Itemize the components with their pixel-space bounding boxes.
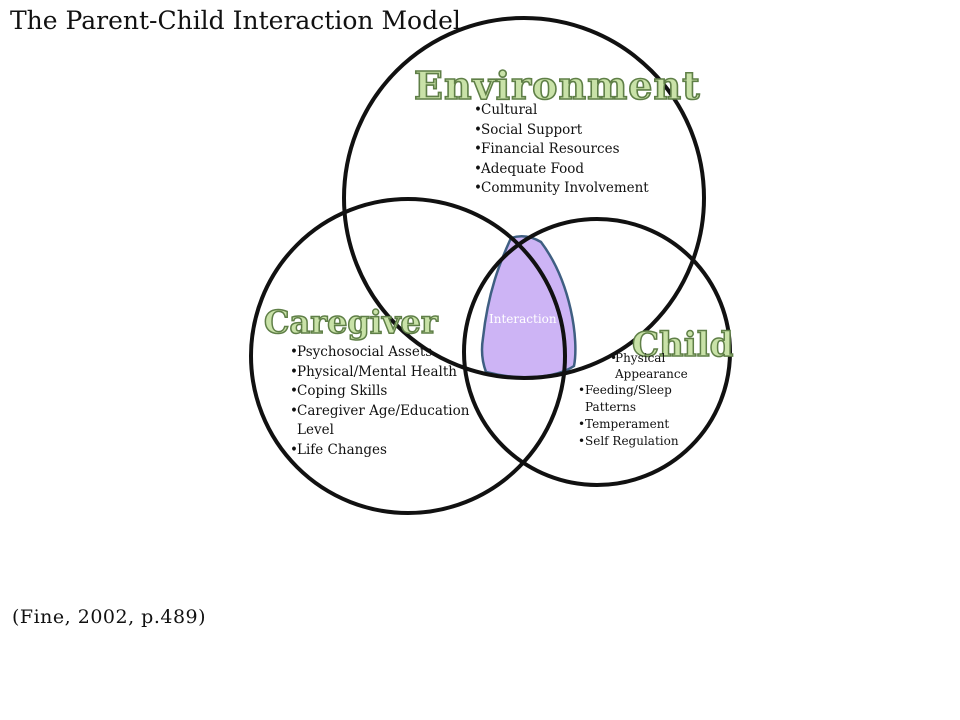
child-list-top: Physical Appearance	[610, 350, 710, 382]
caregiver-circle	[249, 197, 567, 515]
list-item: Physical Appearance	[610, 350, 710, 382]
list-item: Community Involvement	[474, 179, 649, 199]
list-item: Psychosocial Assets	[290, 343, 480, 363]
interaction-label: Interaction	[489, 312, 557, 326]
page-title: The Parent-Child Interaction Model	[10, 6, 461, 35]
list-item: Adequate Food	[474, 160, 649, 180]
list-item: Coping Skills	[290, 382, 480, 402]
list-item: Cultural	[474, 101, 649, 121]
list-item: Feeding/Sleep Patterns	[578, 382, 688, 416]
list-item: Caregiver Age/Education Level	[290, 402, 480, 441]
environment-circle	[342, 16, 706, 380]
environment-list: Cultural Social Support Financial Resour…	[474, 101, 649, 199]
list-item: Life Changes	[290, 441, 480, 461]
list-item: Social Support	[474, 121, 649, 141]
list-item: Temperament	[578, 416, 688, 433]
list-item: Financial Resources	[474, 140, 649, 160]
environment-heading: Environment	[414, 63, 701, 108]
citation: (Fine, 2002, p.489)	[12, 606, 207, 628]
caregiver-heading: Caregiver	[264, 303, 439, 341]
caregiver-list: Psychosocial Assets Physical/Mental Heal…	[290, 343, 480, 460]
list-item: Self Regulation	[578, 433, 688, 450]
list-item: Physical/Mental Health	[290, 363, 480, 383]
child-list: Feeding/Sleep Patterns Temperament Self …	[578, 382, 688, 450]
